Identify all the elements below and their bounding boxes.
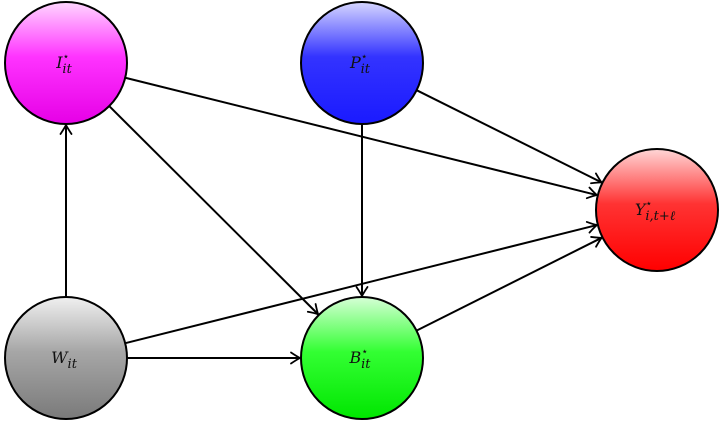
edge-W-to-I — [59, 124, 73, 297]
node-circle — [300, 296, 424, 420]
edge-P-to-Y — [416, 89, 603, 185]
node-Y: Y⋆i,t+ℓ — [595, 148, 719, 272]
edges-layer — [59, 76, 603, 365]
node-circle — [4, 296, 128, 420]
edge-W-to-Y — [124, 221, 598, 345]
node-label: I⋆it — [55, 50, 72, 77]
edge-I-to-B — [108, 105, 319, 316]
node-I: I⋆it — [4, 1, 128, 125]
node-label: Y⋆i,t+ℓ — [635, 197, 676, 224]
node-circle — [300, 1, 424, 125]
node-W: Wit — [4, 296, 128, 420]
node-B: B⋆it — [300, 296, 424, 420]
node-P: P⋆it — [300, 1, 424, 125]
arrowhead — [585, 221, 598, 234]
node-label: Wit — [51, 348, 78, 372]
node-circle — [4, 1, 128, 125]
arrowhead — [585, 186, 598, 200]
edge-B-to-Y — [416, 236, 603, 332]
edge-W-to-B — [127, 351, 301, 365]
node-circle — [595, 148, 719, 272]
node-label: B⋆it — [348, 345, 371, 372]
node-label: P⋆it — [349, 50, 371, 77]
edge-P-to-B — [355, 124, 369, 297]
